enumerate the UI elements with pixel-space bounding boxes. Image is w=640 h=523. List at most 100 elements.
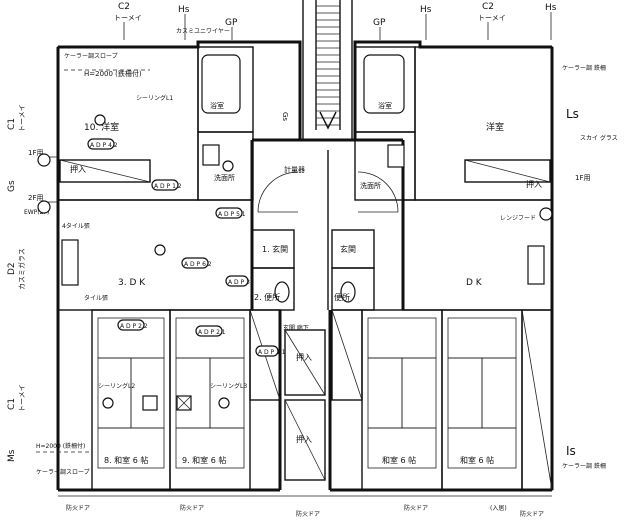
room-label-toilet-right: 便所 bbox=[334, 292, 350, 302]
grid-label-tomei-right: トーメイ bbox=[478, 14, 506, 22]
closet-right-2 bbox=[521, 309, 553, 491]
equipment-tag: A D P 2 1 bbox=[195, 325, 226, 337]
fire-door-label: 防火ドア bbox=[296, 510, 320, 518]
grid-label-tomei-left: トーメイ bbox=[114, 14, 142, 22]
room-label-dk-left: 3. D K bbox=[118, 278, 146, 288]
closet-western-right bbox=[464, 159, 551, 183]
ceiling-lamp-icon: シーリングL2 bbox=[98, 382, 135, 409]
note-slope-bottom-right: ケーラー調 鉄柵 bbox=[562, 462, 606, 470]
counter-icon bbox=[61, 239, 79, 286]
note-height-bottom: H=2000 (鉄柵付) bbox=[36, 442, 85, 450]
equipment-tag: A D P 6 2 bbox=[181, 257, 212, 269]
room-label-western-right: 洋室 bbox=[486, 121, 504, 133]
grid-label-gp-right: GP bbox=[373, 18, 386, 28]
bathtub-icon bbox=[201, 54, 241, 114]
fire-door-label: 防火ドア bbox=[520, 510, 544, 518]
wall-top-right bbox=[353, 40, 552, 49]
equipment-tag: A D P 3 bbox=[225, 275, 250, 287]
note-slope-bottom: ケーラー調スロープ bbox=[36, 468, 90, 476]
equipment-tag: A D P 4 2 bbox=[87, 138, 118, 150]
sensor-icon bbox=[37, 200, 51, 214]
note-2f: 2F用 bbox=[28, 194, 43, 202]
room-label-toilet-left: 2. 便所 bbox=[254, 292, 280, 302]
room-label-japanese-right-b: 和室 6 帖 bbox=[460, 455, 494, 465]
grid-label-hs-right: Hs bbox=[420, 5, 432, 15]
grid-label-tomei-side: トーメイ bbox=[18, 104, 26, 132]
svg-text:シーリングL1: シーリングL1 bbox=[136, 94, 173, 102]
closet-label-right-1: 押入 bbox=[526, 179, 542, 189]
room-label-wash-right: 洗面所 bbox=[360, 181, 381, 190]
fire-door-label: 防火ドア bbox=[180, 504, 204, 512]
grid-label-c1-bottom: C1 bbox=[7, 398, 17, 410]
svg-text:A D P 5 1: A D P 5 1 bbox=[218, 211, 246, 218]
door-arc-left bbox=[257, 171, 299, 213]
toilet-icon bbox=[340, 281, 356, 303]
grid-label-c1-top: C1 bbox=[7, 118, 17, 130]
meter-label: 計量器 bbox=[284, 165, 305, 174]
fire-door-label: 防火ドア bbox=[404, 504, 428, 512]
corridor-closet-lower bbox=[284, 399, 326, 481]
grid-label-c2-left: C2 bbox=[118, 2, 130, 12]
svg-text:シーリングL2: シーリングL2 bbox=[98, 382, 135, 390]
closet-right-3 bbox=[331, 309, 363, 401]
note-tile: 4タイル張 bbox=[62, 222, 90, 230]
note-range: レンジフード bbox=[500, 215, 536, 222]
shaft-label: Gs bbox=[281, 112, 289, 121]
tatami-lines-left bbox=[97, 317, 245, 469]
svg-text:A D P 4 2: A D P 4 2 bbox=[90, 142, 118, 149]
sink-icon bbox=[202, 144, 220, 166]
fire-door-label: 防火ドア bbox=[66, 504, 90, 512]
grid-label-is: Is bbox=[566, 444, 576, 458]
outlet-icon bbox=[142, 395, 158, 411]
closet-label-left-1: 押入 bbox=[70, 164, 86, 174]
grid-label-gs: Gs bbox=[7, 180, 17, 192]
note-sky: スカイ グラス bbox=[580, 134, 618, 142]
door-arc-right bbox=[357, 171, 399, 213]
svg-text:A D P 1 2: A D P 1 2 bbox=[154, 183, 182, 190]
closet-label-left-3: 押入 bbox=[296, 434, 312, 444]
staircase bbox=[302, 0, 353, 141]
equipment-tag: A D P 5 1 bbox=[215, 207, 246, 219]
grid-label-kasumi-glass: カスミガラス bbox=[17, 248, 26, 290]
svg-text:シーリングL3: シーリングL3 bbox=[210, 382, 247, 390]
room-label-bath-left: 浴室 bbox=[210, 101, 224, 110]
sink-icon bbox=[387, 144, 405, 168]
grid-label-c2-right: C2 bbox=[482, 2, 494, 12]
sensor-icon bbox=[37, 153, 51, 167]
equipment-tag: A D P 1 2 bbox=[151, 179, 182, 191]
grid-label-d2: D2 bbox=[7, 262, 17, 275]
bathtub-icon bbox=[363, 54, 405, 114]
note-hat: ケーラー調 鉄柵 bbox=[562, 64, 606, 72]
tatami-lines-right bbox=[367, 317, 517, 469]
grid-label-hs-left: Hs bbox=[178, 5, 190, 15]
ceiling-lamp-icon: シーリングL3 bbox=[210, 382, 247, 409]
svg-text:A D P 3: A D P 3 bbox=[228, 279, 250, 286]
ceiling-lamp-icon bbox=[154, 244, 166, 256]
sensor-icon bbox=[539, 207, 553, 221]
room-label-dk-right: D K bbox=[466, 278, 483, 288]
equipment-tag: A D P 1 1 bbox=[255, 345, 286, 357]
svg-text:A D P 6 2: A D P 6 2 bbox=[184, 261, 212, 268]
room-label-japanese-9: 9. 和室 6 帖 bbox=[182, 455, 226, 465]
counter-icon bbox=[527, 245, 545, 285]
room-label-entrance-left: 1. 玄関 bbox=[262, 244, 288, 254]
closet-left-2 bbox=[249, 309, 281, 401]
note-ewp: EWP(2F) bbox=[24, 209, 49, 216]
room-label-wash-left: 洗面所 bbox=[214, 173, 235, 182]
closet-western-left bbox=[59, 159, 151, 183]
note-fire: 1F用 bbox=[28, 149, 43, 157]
note-genkan-roka: 玄関 廊下 bbox=[283, 324, 309, 332]
grid-label-gp-left: GP bbox=[225, 18, 238, 28]
ceiling-lamp-icon: シーリングL1 bbox=[94, 94, 173, 126]
occupancy-label: (入居) bbox=[490, 505, 507, 512]
room-label-japanese-8: 8. 和室 6 帖 bbox=[104, 455, 148, 465]
corridor-closet-upper bbox=[284, 329, 326, 396]
toilet-icon bbox=[274, 281, 290, 303]
note-fire-right: 1F用 bbox=[575, 174, 590, 182]
grid-label-kasumi: カスミユニワイヤー bbox=[176, 28, 230, 35]
svg-text:A D P 2 2: A D P 2 2 bbox=[120, 323, 148, 330]
room-label-western-left: 10. 洋室 bbox=[84, 121, 119, 133]
room-label-bath-right: 浴室 bbox=[378, 101, 392, 110]
note-dk-tile: タイル張 bbox=[84, 294, 108, 302]
note-height-top: H=2000 (鉄柵付) bbox=[84, 69, 142, 78]
